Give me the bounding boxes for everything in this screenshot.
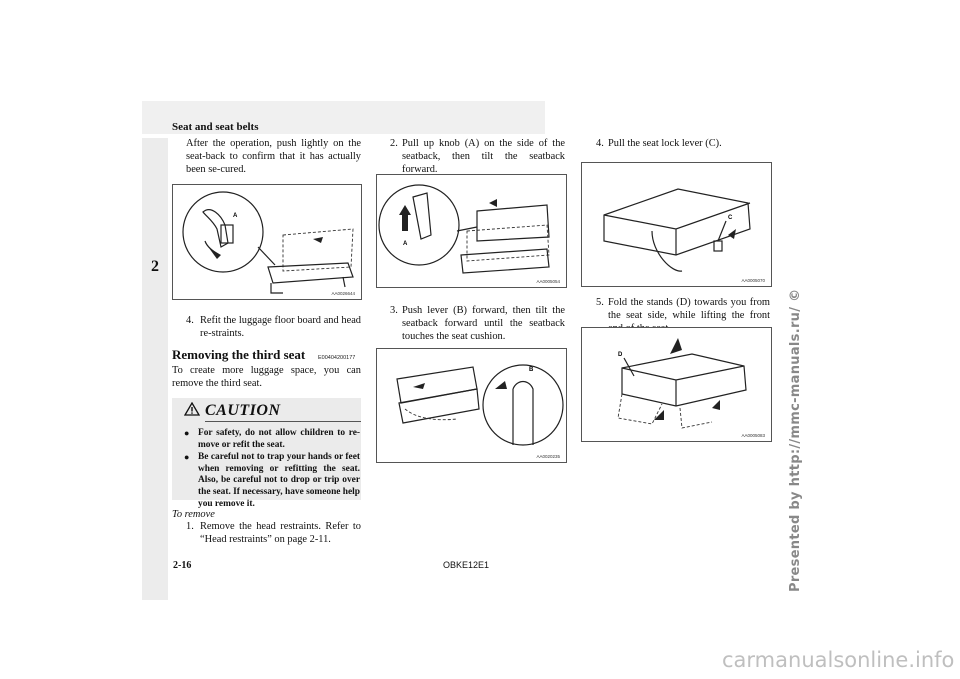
to-remove-heading: To remove <box>172 509 215 520</box>
step-number: 4. <box>186 315 194 326</box>
svg-text:A: A <box>233 213 238 219</box>
section-header-title: Seat and seat belts <box>172 121 259 133</box>
step-4-lock-lever-text: Pull the seat lock lever (C). <box>608 138 722 149</box>
step-4-refit-text: Refit the luggage floor board and head r… <box>200 315 361 339</box>
step-number: 5. <box>596 297 604 308</box>
bullet-icon: ● <box>184 452 190 463</box>
caution-title: CAUTION <box>205 402 281 419</box>
svg-text:A: A <box>403 241 408 247</box>
figure-code: AA0020235 <box>536 454 560 459</box>
site-watermark: carmanualsonline.info <box>722 648 955 672</box>
figure-code: AA0026644 <box>331 291 355 296</box>
figure-code: AA0005054 <box>536 279 560 284</box>
step-number: 2. <box>390 138 398 149</box>
caution-item-text: Be careful not to trap your hands or fee… <box>198 452 360 509</box>
document-code: OBKE12E1 <box>443 560 490 570</box>
svg-text:C: C <box>728 215 733 221</box>
figure-code: AA0005083 <box>741 433 765 438</box>
step-number: 4. <box>596 138 604 149</box>
caution-box <box>172 398 361 500</box>
section-code: E00404200177 <box>318 355 356 361</box>
step-2-knob-text: Pull up knob (A) on the side of the seat… <box>402 138 565 175</box>
caution-list: ● For safety, do not allow children to r… <box>184 428 360 510</box>
bullet-icon: ● <box>184 428 190 438</box>
chapter-tab <box>142 138 168 600</box>
page-number: 2-16 <box>173 560 192 571</box>
intro-paragraph: After the operation, push lightly on the… <box>186 138 361 175</box>
caution-item: ● Be careful not to trap your hands or f… <box>184 452 360 510</box>
section-title: Removing the third seat <box>172 347 306 362</box>
step-number: 1. <box>186 521 194 532</box>
step-number: 3. <box>390 305 398 316</box>
header-band <box>142 101 545 134</box>
svg-text:D: D <box>618 352 623 358</box>
caution-item-text: For safety, do not allow children to re-… <box>198 428 360 450</box>
figure-knob-a-confirm: A AA0026644 <box>172 184 362 300</box>
figure-lever-b: B AA0020235 <box>376 348 567 463</box>
step-1-head-restraints-text: Remove the head restraints. Refer to “He… <box>200 521 361 545</box>
vertical-watermark: Presented by http://mmc-manuals.ru/ © <box>788 288 803 592</box>
figure-stands-d: D AA0005083 <box>581 327 772 442</box>
chapter-number: 2 <box>151 258 159 275</box>
caution-item: ● For safety, do not allow children to r… <box>184 428 360 451</box>
warning-triangle-icon <box>184 402 200 416</box>
step-3-lever-text: Push lever (B) forward, then tilt the se… <box>402 305 565 342</box>
figure-code: AA0005070 <box>741 278 765 283</box>
figure-knob-a-tilt: A AA0005054 <box>376 174 567 288</box>
svg-text:B: B <box>529 367 534 373</box>
section-intro: To create more luggage space, you can re… <box>172 365 361 389</box>
section-heading-row: Removing the third seat <box>172 347 305 363</box>
caution-divider <box>205 421 361 422</box>
figure-seat-lock-lever-c: C AA0005070 <box>581 162 772 287</box>
